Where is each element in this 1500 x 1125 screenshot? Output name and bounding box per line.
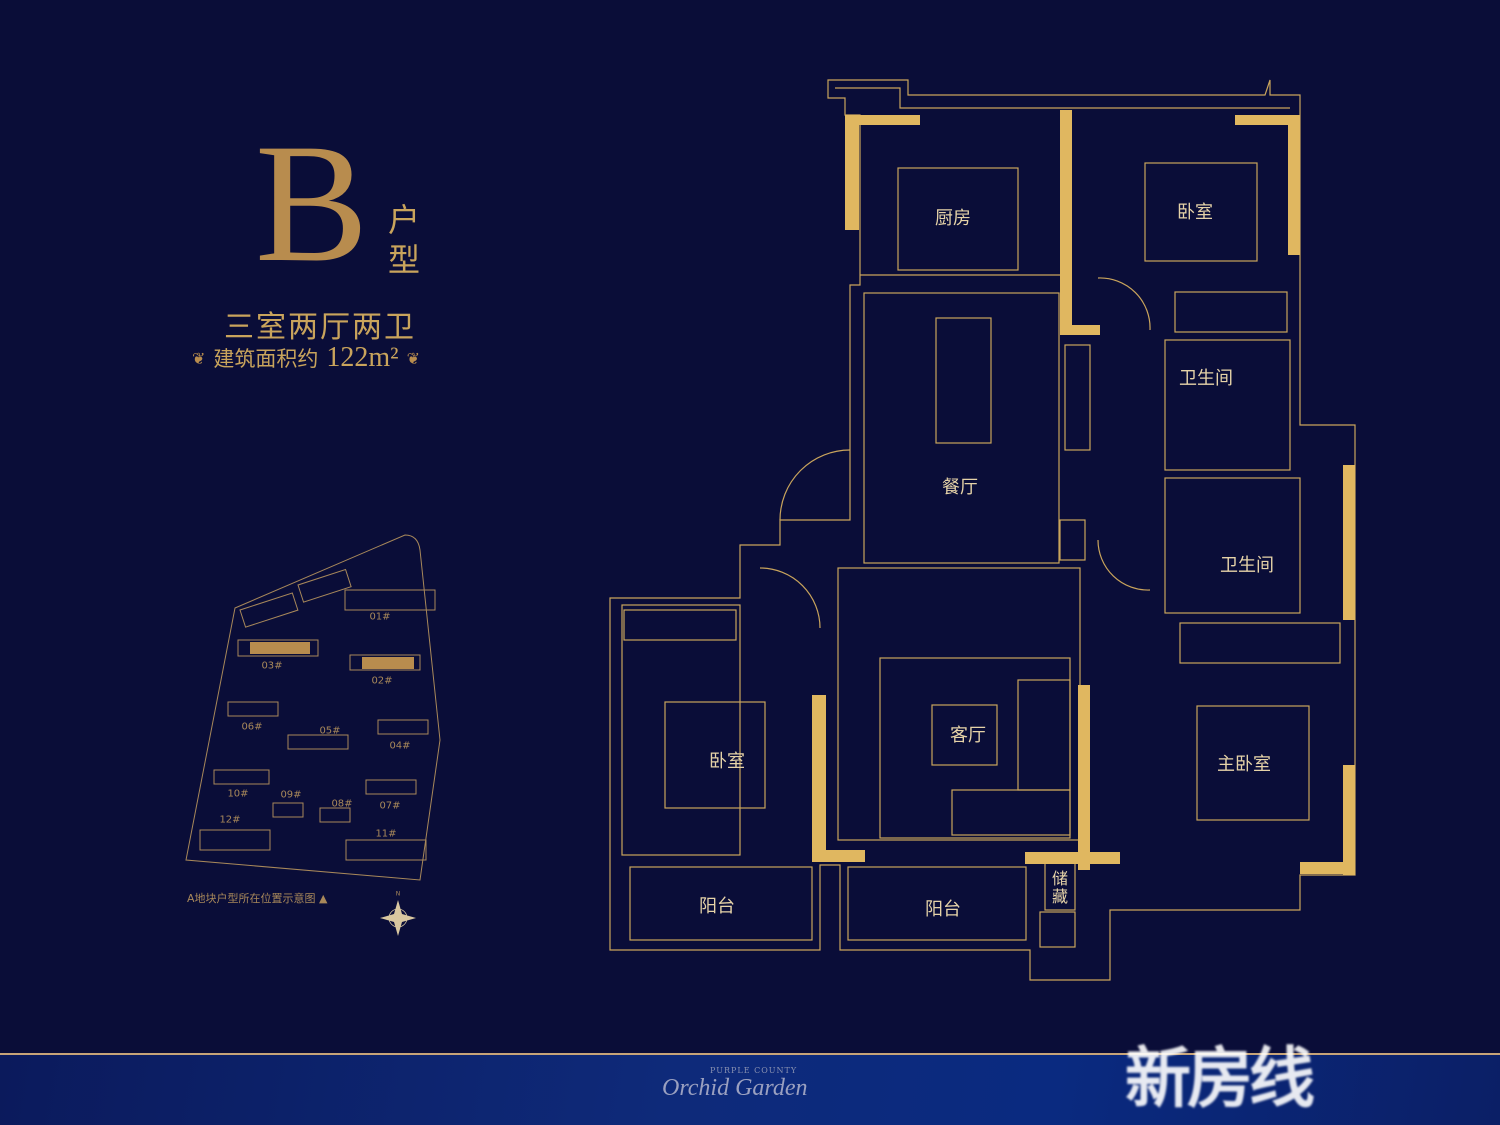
room-bedroom-west: 卧室 xyxy=(709,751,745,772)
brand-subtitle: PURPLE COUNTY xyxy=(710,1066,798,1075)
ornament-icon: ❦ xyxy=(192,348,206,368)
building-label: 07# xyxy=(379,800,401,812)
building-label: 06# xyxy=(241,721,263,733)
unit-type-label: 户型 xyxy=(388,201,421,279)
footer-band xyxy=(0,1053,1500,1125)
area-label: ❦ 建筑面积约 122m² ❦ xyxy=(192,342,420,374)
room-bathroom-1: 卫生间 xyxy=(1179,368,1233,389)
room-master-bedroom: 主卧室 xyxy=(1217,754,1271,775)
ornament-icon: ❦ xyxy=(406,348,420,368)
building-label: 01# xyxy=(369,611,391,623)
compass-icon xyxy=(380,900,416,936)
building-label: 03# xyxy=(261,660,283,672)
structural-walls xyxy=(812,110,1355,875)
area-value: 122m² xyxy=(326,342,399,373)
room-balcony-1: 阳台 xyxy=(699,896,735,917)
building-label: 02# xyxy=(371,675,393,687)
watermark: 新房线 xyxy=(1125,1040,1315,1117)
highlight-building-03 xyxy=(250,642,310,654)
building-label: 10# xyxy=(227,788,249,800)
room-bedroom-north: 卧室 xyxy=(1177,202,1213,223)
area-text: 建筑面积约 xyxy=(213,347,319,371)
building-label: 05# xyxy=(319,725,341,737)
site-plan-caption: A地块户型所在位置示意图 ▲ xyxy=(187,892,328,905)
building-label: 12# xyxy=(219,814,241,826)
room-living: 客厅 xyxy=(950,725,986,746)
building-label: 04# xyxy=(389,740,411,752)
room-balcony-2: 阳台 xyxy=(925,899,961,920)
building-label: 11# xyxy=(375,828,397,840)
layout-label: 三室两厅两卫 xyxy=(224,310,416,345)
compass-north-label: N xyxy=(395,890,401,898)
building-label: 09# xyxy=(280,789,302,801)
room-bathroom-2: 卫生间 xyxy=(1220,555,1274,576)
building-label: 08# xyxy=(331,798,353,810)
room-dining: 餐厅 xyxy=(942,477,978,498)
highlight-building-02 xyxy=(362,657,414,669)
room-storage: 储藏 xyxy=(1051,869,1068,906)
unit-letter: B xyxy=(255,109,369,297)
room-kitchen: 厨房 xyxy=(935,208,971,229)
brand-logo: Orchid Garden xyxy=(662,1075,808,1101)
